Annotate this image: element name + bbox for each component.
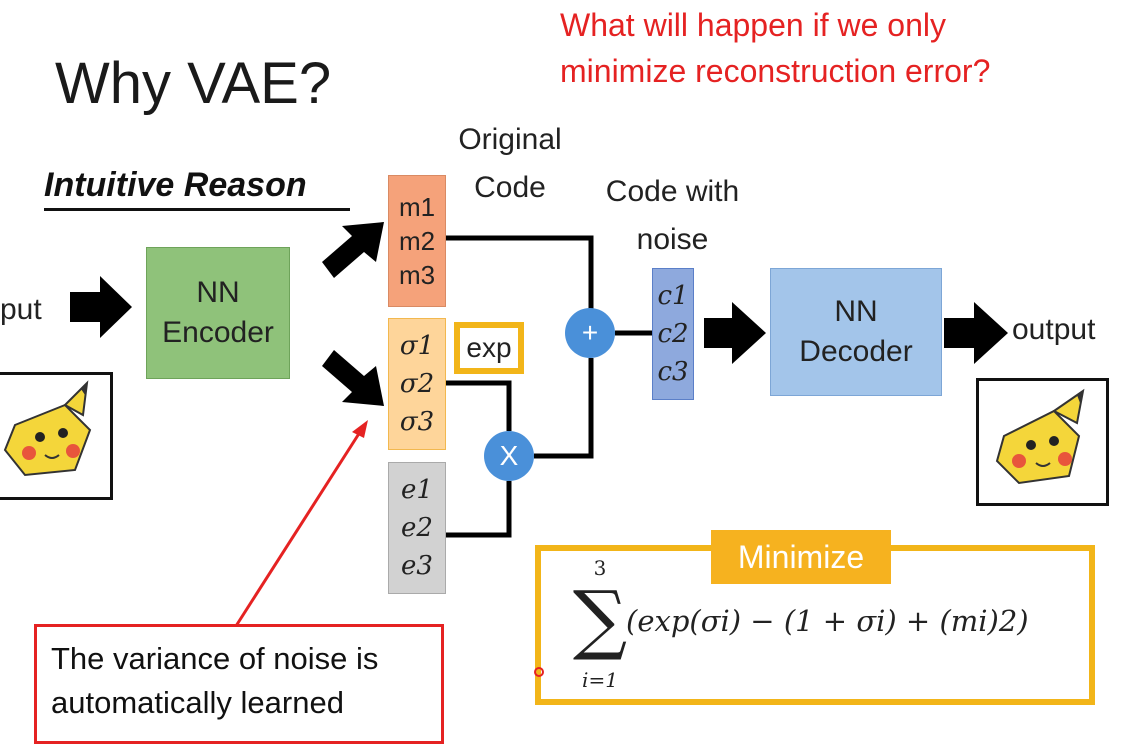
note-line-2: automatically learned <box>51 685 344 720</box>
note-line-1: The variance of noise is <box>51 641 379 676</box>
note-pointer-arrow <box>352 420 368 438</box>
code-with-noise-vector: c1 c2 c3 <box>652 268 694 400</box>
kl-formula: 3 ∑ i=1 (exp(σi) − (1 + σi) + (mi)2) <box>560 556 1090 700</box>
encoder-line-2: Encoder <box>162 316 274 349</box>
sigma1: σ1 <box>399 331 435 361</box>
sum-upper-limit: 3 <box>593 556 607 580</box>
input-label: put <box>0 293 42 326</box>
question-text: What will happen if we only minimize rec… <box>560 2 990 94</box>
m2: m2 <box>398 226 436 256</box>
exp-op-box: exp <box>454 322 524 374</box>
original-code-line-2: Code <box>474 171 546 204</box>
decoder-line-2: Decoder <box>799 335 913 368</box>
nn-encoder-box: NN Encoder <box>146 247 290 379</box>
output-arrow <box>944 302 1008 364</box>
output-image <box>976 378 1109 506</box>
encoder-to-sigma-arrow <box>322 350 384 406</box>
original-code-label: Original Code <box>440 116 580 212</box>
output-label: output <box>1012 313 1096 346</box>
noise-vector: e1 e2 e3 <box>388 462 446 594</box>
heading-underline <box>44 208 350 211</box>
formula-expression: (exp(σi) − (1 + σi) + (mi)2) <box>626 604 1029 638</box>
sigma-sum-symbol: ∑ <box>572 574 628 663</box>
mean-vector: m1 m2 m3 <box>388 175 446 307</box>
original-code-line-1: Original <box>458 123 562 156</box>
m3: m3 <box>398 260 436 290</box>
slide-title: Why VAE? <box>55 51 332 116</box>
multiply-op-circle: X <box>484 431 534 481</box>
minimize-tag: Minimize <box>711 530 891 584</box>
pikachu-icon <box>979 381 1106 503</box>
c1: c1 <box>657 281 689 311</box>
nn-decoder-box: NN Decoder <box>770 268 942 396</box>
sum-lower-limit: i=1 <box>582 668 618 692</box>
question-line-2: minimize reconstruction error? <box>560 53 991 89</box>
code-with-noise-line-2: noise <box>636 223 709 256</box>
e2: e2 <box>401 513 433 543</box>
e3: e3 <box>401 551 433 581</box>
plus-op-circle: + <box>565 308 615 358</box>
input-image <box>0 372 113 500</box>
sigma2: σ2 <box>399 369 435 399</box>
code-with-noise-line-1: Code with <box>605 175 740 208</box>
sigma-vector: σ1 σ2 σ3 <box>388 318 446 450</box>
variance-note-box: The variance of noise is automatically l… <box>34 624 444 744</box>
encoder-to-mean-arrow <box>322 222 384 278</box>
input-arrow <box>70 276 132 338</box>
c2: c2 <box>657 319 689 349</box>
sigma3: σ3 <box>399 407 435 437</box>
question-line-1: What will happen if we only <box>560 7 946 43</box>
code-with-noise-label: Code with noise <box>585 168 760 264</box>
code-to-decoder-arrow <box>704 302 766 364</box>
m1: m1 <box>398 192 436 222</box>
e1: e1 <box>401 475 433 505</box>
decoder-line-1: NN <box>834 295 878 328</box>
cursor-dot <box>534 667 544 677</box>
encoder-line-1: NN <box>196 276 240 309</box>
connector-lines <box>70 222 1008 627</box>
c3: c3 <box>657 357 689 387</box>
pikachu-icon <box>0 375 110 497</box>
intuitive-reason-heading: Intuitive Reason <box>44 166 307 204</box>
